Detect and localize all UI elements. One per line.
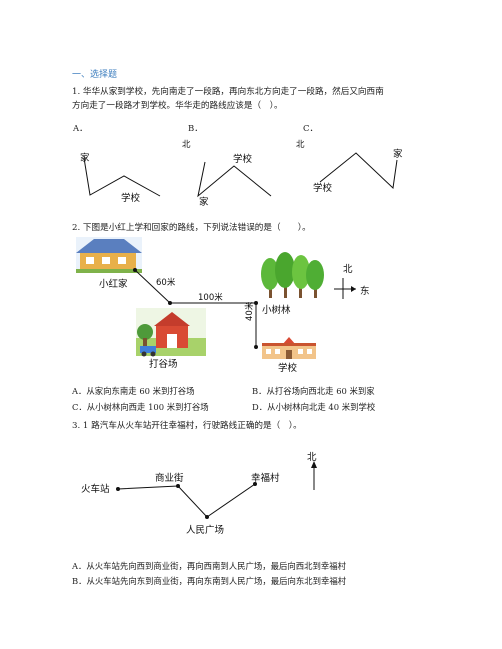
q2-dist-farm-grove: 100米 [198, 293, 223, 303]
q1-option-b-letter: B． [188, 124, 203, 134]
q1-option-a-letter: A． [73, 124, 88, 134]
q3-north-label: 北 [307, 452, 317, 463]
q2-home-label: 小红家 [99, 279, 128, 290]
q2-school-label: 学校 [278, 363, 298, 374]
question-1-line-2: 方向走了一段路才到学校。华华走的路线应该是（ ）。 [72, 101, 283, 111]
q3-street-label: 商业街 [155, 473, 184, 484]
q3-answer-b: B．从火车站先向东到商业街，再向东南到人民广场，最后向东北到幸福村 [72, 576, 347, 586]
q3-station-label: 火车站 [81, 484, 110, 495]
q2-east-label: 东 [360, 286, 370, 297]
q1-c-school-label: 学校 [313, 183, 333, 194]
q1-c-home-label: 家 [393, 149, 403, 160]
q1-c-north-label: 北 [296, 140, 305, 150]
q3-square-label: 人民广场 [186, 525, 225, 536]
q2-answer-c: C．从小树林向西走 100 米到打谷场 [72, 402, 209, 412]
grove-illustration [261, 252, 324, 298]
q3-answer-a: A．从火车站先向西到商业街，再向西南到人民广场，最后向西北到幸福村 [72, 561, 347, 571]
q2-answer-b: B．从打谷场向西北走 60 米到家 [252, 386, 375, 396]
question-1-line-1: 1. 华华从家到学校，先向南走了一段路，再向东北方向走了一段路，然后又向西南 [72, 87, 384, 97]
q1-b-school-label: 学校 [233, 154, 253, 165]
house-illustration [76, 237, 142, 273]
q2-answer-a: A．从家向东南走 60 米到打谷场 [72, 386, 195, 396]
farm-illustration [136, 308, 206, 357]
q1-option-c-letter: C． [303, 124, 319, 134]
q1-b-north-label: 北 [182, 140, 191, 150]
q2-grove-label: 小树林 [262, 305, 291, 316]
q2-north-label: 北 [343, 264, 353, 275]
q1-a-home-label: 家 [80, 153, 90, 164]
q2-answer-d: D．从小树林向北走 40 米到学校 [252, 402, 376, 412]
q1-b-home-label: 家 [199, 197, 209, 208]
question-3-text: 3. 1 路汽车从火车站开往幸福村，行驶路线正确的是（ ）。 [72, 421, 302, 431]
question-2-text: 2. 下图是小红上学和回家的路线，下列说法错误的是（ ）。 [72, 223, 311, 233]
q2-dist-home-farm: 60米 [156, 278, 176, 288]
school-illustration [262, 337, 316, 359]
q3-village-label: 幸福村 [251, 473, 280, 484]
section-title: 一、选择题 [72, 70, 118, 80]
q1-a-school-label: 学校 [121, 193, 141, 204]
q2-farm-label: 打谷场 [149, 359, 178, 370]
